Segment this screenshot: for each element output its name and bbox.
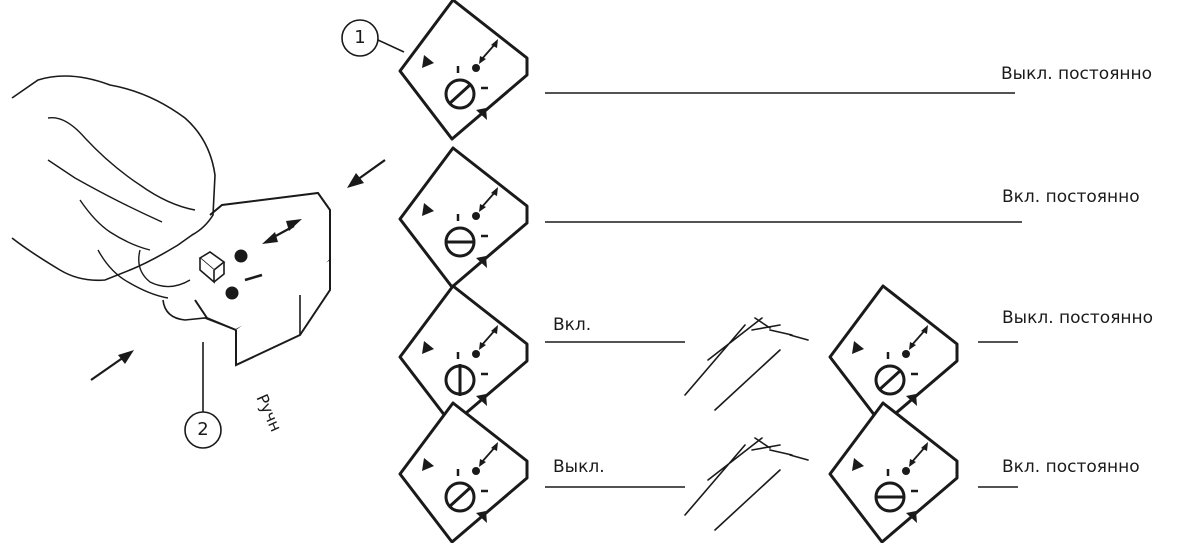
dial-icon — [447, 82, 473, 106]
pointer-arrow-icon — [347, 159, 386, 188]
callout-leader-1 — [377, 39, 405, 53]
row1-right-label: Выкл. постоянно — [1001, 64, 1153, 84]
sensor-badge-icon — [828, 401, 959, 544]
row3-left-label: Вкл. — [553, 315, 592, 335]
row2-right-label: Вкл. постоянно — [1002, 187, 1140, 207]
callout-number-1: 1 — [354, 27, 366, 48]
press-gesture-icon — [684, 317, 809, 411]
dial-icon — [877, 368, 903, 392]
sensor-badge-icon — [398, 401, 529, 544]
hand-icon — [11, 75, 331, 449]
callout-number-2: 2 — [197, 419, 209, 440]
row3-right-label: Выкл. постоянно — [1002, 308, 1154, 328]
sensor-badge-icon — [398, 284, 529, 427]
pointer-arrow-icon — [90, 350, 134, 381]
sensor-badge-icon — [398, 0, 529, 141]
dial-icon — [447, 485, 473, 509]
press-gesture-icon — [684, 437, 809, 531]
sensor-badge-icon — [828, 284, 959, 427]
callout-circle-1 — [341, 19, 379, 57]
row4-left-label: Выкл. — [553, 457, 605, 477]
sensor-badge-icon — [398, 146, 529, 289]
row4-right-label: Вкл. постоянно — [1002, 457, 1140, 477]
